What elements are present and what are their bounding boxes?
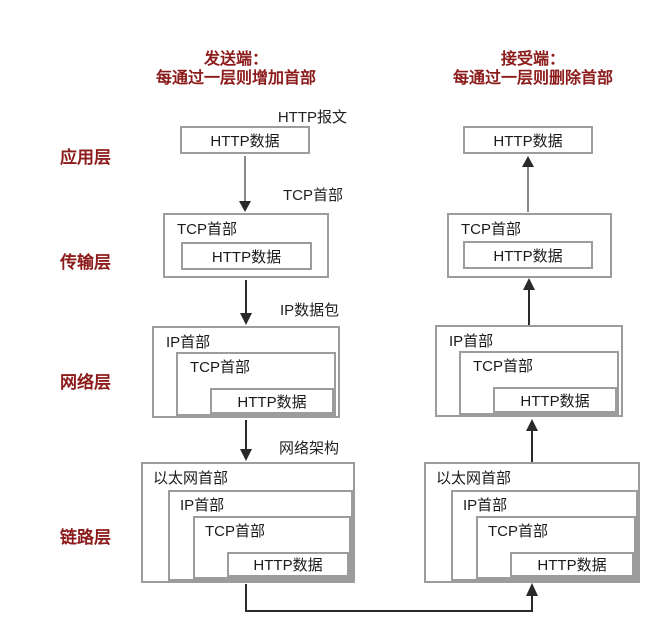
receiver-ip-http-data-box: HTTP数据: [493, 387, 617, 413]
receiver-ip-tcp-header-label: TCP首部: [473, 358, 534, 375]
sender-arrow-transport-to-network-head-icon: [240, 313, 252, 325]
receiver-frame-tcp-header-label: TCP首部: [488, 523, 549, 540]
sender-http-data-box: HTTP数据: [180, 126, 310, 154]
receiver-arrow-network-to-transport-head-icon: [523, 278, 535, 290]
sender-frame-tcp-box: TCP首部 HTTP数据: [193, 516, 351, 579]
layer-label-link: 链路层: [60, 528, 111, 547]
receiver-header-line2: 每通过一层则删除首部: [452, 70, 613, 87]
sender-ip-tcp-box: TCP首部 HTTP数据: [176, 352, 336, 416]
connector-receiver-rise-line: [531, 596, 533, 612]
sender-tcp-http-data-box: HTTP数据: [181, 242, 312, 270]
connector-sender-drop-line: [245, 584, 247, 612]
receiver-frame-http-data-box: HTTP数据: [510, 552, 634, 577]
sender-tcp-segment-box: TCP首部 HTTP数据: [163, 213, 329, 278]
sender-arrow-network-to-link-head-icon: [240, 449, 252, 461]
sender-arrow-transport-to-network-shaft: [245, 280, 247, 314]
receiver-ip-packet-box: IP首部 TCP首部 HTTP数据: [435, 325, 623, 417]
receiver-ip-tcp-box: TCP首部 HTTP数据: [459, 351, 619, 415]
sender-arrow-network-to-link-shaft: [245, 420, 247, 450]
receiver-arrow-link-to-network-shaft: [531, 431, 533, 462]
layer-label-transport: 传输层: [60, 253, 111, 272]
receiver-arrow-network-to-transport-shaft: [528, 290, 530, 325]
layer-label-network: 网络层: [60, 373, 111, 392]
label-tcp-header: TCP首部: [283, 187, 344, 204]
sender-ip-packet-box: IP首部 TCP首部 HTTP数据: [152, 326, 340, 418]
connector-arrow-up-icon: [526, 583, 538, 596]
receiver-ethernet-frame-box: 以太网首部 IP首部 TCP首部 HTTP数据: [424, 462, 640, 583]
sender-header-line1: 发送端：: [203, 51, 268, 68]
sender-arrow-app-to-transport-head-icon: [239, 201, 251, 212]
connector-horizontal-line: [245, 610, 533, 612]
sender-frame-ip-header-label: IP首部: [180, 497, 225, 514]
receiver-tcp-segment-box: TCP首部 HTTP数据: [447, 213, 612, 278]
sender-header-line2: 每通过一层则增加首部: [155, 70, 316, 87]
receiver-arrow-link-to-network-head-icon: [526, 419, 538, 431]
sender-header: 发送端： 每通过一层则增加首部: [125, 50, 347, 88]
receiver-tcp-http-data-box: HTTP数据: [463, 241, 593, 269]
sender-ip-tcp-header-label: TCP首部: [190, 359, 251, 376]
sender-ethernet-frame-box: 以太网首部 IP首部 TCP首部 HTTP数据: [141, 462, 355, 583]
receiver-frame-ip-header-label: IP首部: [463, 497, 508, 514]
layer-label-application: 应用层: [60, 148, 111, 167]
receiver-http-data-box: HTTP数据: [463, 126, 593, 154]
sender-frame-ip-box: IP首部 TCP首部 HTTP数据: [168, 490, 353, 581]
sender-frame-http-data-box: HTTP数据: [227, 552, 349, 577]
receiver-header-line1: 接受端：: [500, 51, 565, 68]
sender-tcp-header-label: TCP首部: [177, 221, 238, 238]
receiver-ip-header-label: IP首部: [449, 333, 494, 350]
receiver-ethernet-header-label: 以太网首部: [436, 470, 512, 487]
sender-arrow-app-to-transport-shaft: [244, 156, 246, 202]
sender-frame-tcp-header-label: TCP首部: [205, 523, 266, 540]
sender-ip-header-label: IP首部: [166, 334, 211, 351]
sender-ethernet-header-label: 以太网首部: [153, 470, 229, 487]
label-network-frame: 网络架构: [279, 440, 340, 457]
receiver-arrow-transport-to-app-shaft: [527, 167, 529, 212]
sender-ip-http-data-box: HTTP数据: [210, 388, 334, 414]
receiver-tcp-header-label: TCP首部: [461, 221, 522, 238]
receiver-frame-ip-box: IP首部 TCP首部 HTTP数据: [451, 490, 638, 581]
receiver-frame-tcp-box: TCP首部 HTTP数据: [476, 516, 636, 579]
receiver-header: 接受端： 每通过一层则删除首部: [422, 50, 644, 88]
receiver-arrow-transport-to-app-head-icon: [522, 156, 534, 167]
label-ip-packet: IP数据包: [280, 302, 340, 319]
label-http-message: HTTP报文: [277, 109, 347, 126]
